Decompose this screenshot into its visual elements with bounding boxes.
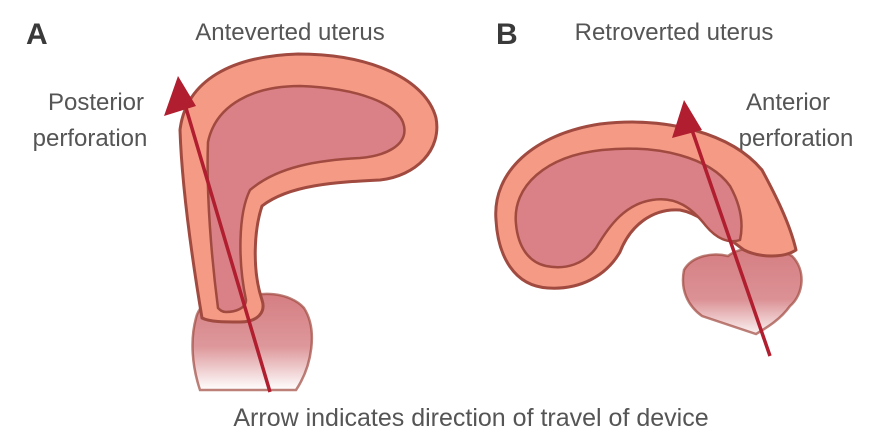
anterior-perforation-label-line2: perforation [739, 125, 854, 152]
panel-b-title: Retroverted uterus [575, 19, 774, 46]
panel-b-uterine-cavity [516, 149, 742, 268]
panel-b: B Retroverted uterus Anterior perforatio… [496, 18, 854, 356]
panel-a-letter: A [26, 18, 48, 51]
anterior-perforation-label-line1: Anterior [746, 89, 830, 116]
posterior-perforation-label-line1: Posterior [48, 89, 144, 116]
panel-a-title: Anteverted uterus [195, 19, 384, 46]
posterior-perforation-label-line2: perforation [33, 125, 148, 152]
figure-caption: Arrow indicates direction of travel of d… [233, 404, 708, 432]
panel-a: A Anteverted uterus Posterior perforatio… [26, 18, 437, 392]
panel-b-cervix [683, 248, 802, 334]
panel-b-letter: B [496, 18, 518, 51]
